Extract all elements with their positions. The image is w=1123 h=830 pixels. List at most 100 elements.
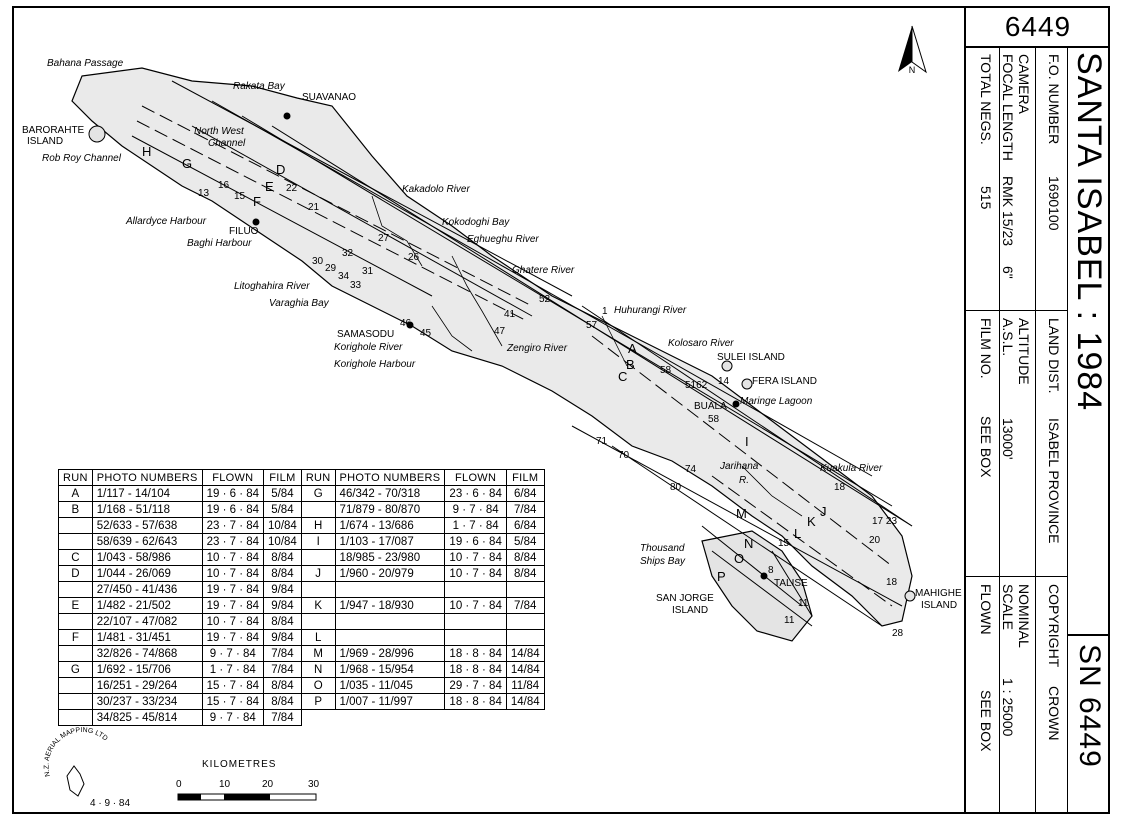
cell-run [300, 613, 336, 630]
cell-photo: 1/103 - 17/087 [334, 533, 446, 550]
run-label-b: B [626, 357, 635, 372]
table-header-row: RUN PHOTO NUMBERS FLOWN FILM RUN PHOTO N… [58, 469, 545, 486]
island-map: N Bahana Passage Rakata Bay SUAVANAO BAR… [22, 25, 962, 809]
cell-film: 7/84 [505, 501, 545, 518]
mahighe-island [904, 590, 916, 602]
label-eghueghu-river: Eghueghu River [467, 234, 539, 245]
samasodu-town [406, 321, 414, 329]
photo-num: 18 [834, 482, 846, 493]
river [371, 195, 423, 267]
cell-photo: 32/826 - 74/868 [91, 645, 203, 662]
label-fera-island: FERA ISLAND [752, 376, 817, 387]
cell-film: 8/84 [263, 693, 302, 710]
label-thousand-ships-1: Thousand [640, 543, 685, 554]
scale-tick: 10 [219, 779, 231, 790]
photo-num: 21 [308, 202, 320, 213]
photo-num: 22 [286, 183, 298, 194]
cell-film: 10/84 [263, 533, 302, 550]
empty-cell [335, 710, 445, 726]
photo-num: 80 [670, 482, 682, 493]
run-label-o: O [734, 551, 744, 566]
cell-film [505, 613, 545, 630]
cell-photo: 1/692 - 15/706 [91, 661, 203, 678]
cell-film: 5/84 [263, 501, 302, 518]
label-korighole-river: Korighole River [334, 342, 403, 353]
photo-num: 15 [778, 538, 790, 549]
cell-flown: 9 · 7 · 84 [201, 645, 265, 662]
photo-num: 71 [596, 436, 608, 447]
run-label-n: N [744, 536, 753, 551]
fo-number-value: 1690100 [1046, 176, 1062, 231]
photo-num: 46 [400, 318, 412, 329]
label-kokodoghi-bay: Kokodoghi Bay [442, 217, 510, 228]
cell-run: J [300, 565, 336, 582]
santa-isabel-island [71, 67, 913, 627]
sheet-number: 6449 [966, 6, 1110, 48]
total-negs-value: 515 [978, 186, 994, 210]
cell-run: I [300, 533, 336, 550]
cell-flown [444, 629, 507, 646]
run-label-i: I [745, 434, 749, 449]
label-talise: TALISE [774, 578, 808, 589]
empty-cell [445, 710, 506, 726]
label-ghatere-river: Ghatere River [512, 265, 575, 276]
photo-num: 20 [869, 535, 881, 546]
cell-flown: 23 · 6 · 84 [444, 485, 507, 502]
land-dist-value: ISABEL PROVINCE [1046, 418, 1062, 544]
cell-film: 10/84 [263, 517, 302, 534]
nz-aerial-mapping-logo: N.Z. AERIAL MAPPING LTD 4 · 9 · 84 [43, 727, 130, 809]
photo-num: 16 [218, 180, 230, 191]
cell-photo: 27/450 - 41/436 [91, 581, 203, 598]
cell-flown: 15 · 7 · 84 [201, 693, 265, 710]
map-area: N Bahana Passage Rakata Bay SUAVANAO BAR… [12, 6, 964, 814]
label-north-west-1: North West [194, 126, 245, 137]
label-huhurangi-river: Huhurangi River [614, 305, 687, 316]
col-flown: FLOWN [201, 469, 265, 486]
label-baghi-harbour: Baghi Harbour [187, 238, 252, 249]
cell-flown: 19 · 6 · 84 [201, 485, 265, 502]
cell-flown: 10 · 7 · 84 [201, 613, 265, 630]
river [601, 315, 628, 367]
scale-tick: 0 [176, 779, 182, 790]
cell-run [300, 581, 336, 598]
sn-number: SN 6449 [1073, 644, 1106, 768]
cell-run: A [58, 485, 93, 502]
camera-value: RMK 15/23 [1000, 176, 1016, 247]
filuo-town [252, 218, 260, 226]
photo-num: 26 [408, 252, 420, 263]
label-rakata-bay: Rakata Bay [233, 81, 286, 92]
run-label-j: J [820, 504, 827, 519]
empty-cell [301, 710, 335, 726]
cell-flown: 19 · 7 · 84 [201, 597, 265, 614]
photo-num: 18 [886, 577, 898, 588]
scale-title: KILOMETRES [202, 759, 276, 770]
cell-run [58, 613, 93, 630]
label-mahighe-1: MAHIGHE [915, 588, 962, 599]
photo-num: 52 [539, 294, 551, 305]
cell-film: 9/84 [263, 597, 302, 614]
photo-num: 17 23 [872, 516, 897, 527]
cell-photo [334, 613, 446, 630]
label-mahighe-2: ISLAND [921, 600, 957, 611]
cell-flown: 29 · 7 · 84 [444, 677, 507, 694]
run-label-e: E [265, 179, 274, 194]
cell-photo: 1/035 - 11/045 [334, 677, 446, 694]
cell-run [58, 533, 93, 550]
photo-num: 57 [586, 320, 598, 331]
scale-label: SCALE [1000, 584, 1016, 630]
cell-flown: 9 · 7 · 84 [201, 709, 265, 726]
info-col-1: TOTAL NEGS. 515 FILM NO. SEE BOX FLOWN S… [966, 46, 1000, 812]
photo-num: 13 [198, 188, 210, 199]
photo-num: 45 [420, 328, 432, 339]
cell-flown: 18 · 8 · 84 [444, 661, 507, 678]
run-label-f: F [253, 194, 261, 209]
cell-flown: 19 · 7 · 84 [201, 581, 265, 598]
photo-num: 15 [234, 191, 246, 202]
